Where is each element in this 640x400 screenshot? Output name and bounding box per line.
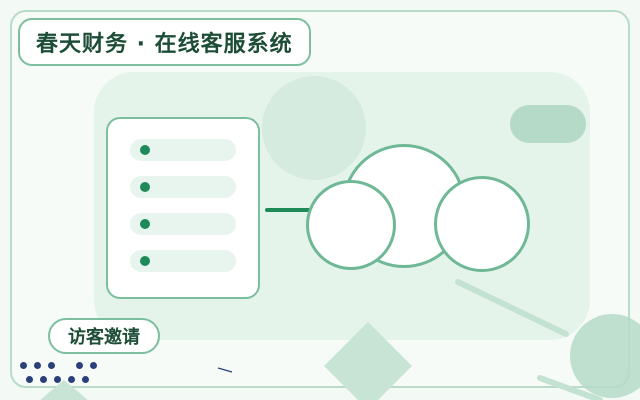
bullet-dot-icon bbox=[140, 219, 150, 229]
dot bbox=[26, 376, 33, 383]
dot bbox=[34, 362, 41, 369]
cloud-right-circle bbox=[434, 176, 530, 272]
invite-visitor-button[interactable]: 访客邀请 bbox=[48, 318, 160, 354]
menu-item[interactable] bbox=[130, 250, 236, 272]
menu-item[interactable] bbox=[130, 139, 236, 161]
dot bbox=[20, 362, 27, 369]
bullet-dot-icon bbox=[140, 256, 150, 266]
dot bbox=[48, 362, 55, 369]
dot bbox=[54, 376, 61, 383]
dot bbox=[76, 362, 83, 369]
dot bbox=[82, 376, 89, 383]
chat-menu-card bbox=[106, 117, 260, 299]
decorative-circle bbox=[262, 76, 366, 180]
page-title-text: 春天财务 · 在线客服系统 bbox=[36, 32, 293, 57]
dot bbox=[90, 362, 97, 369]
menu-item[interactable] bbox=[130, 213, 236, 235]
invite-button-label: 访客邀请 bbox=[68, 327, 140, 348]
connector-line bbox=[265, 208, 331, 212]
bullet-dot-icon bbox=[140, 182, 150, 192]
dot bbox=[68, 376, 75, 383]
bullet-dot-icon bbox=[140, 145, 150, 155]
page-title: 春天财务 · 在线客服系统 bbox=[18, 18, 311, 66]
menu-item[interactable] bbox=[130, 176, 236, 198]
dot bbox=[40, 376, 47, 383]
decorative-pill bbox=[510, 105, 586, 143]
cloud-left-circle bbox=[306, 180, 396, 270]
